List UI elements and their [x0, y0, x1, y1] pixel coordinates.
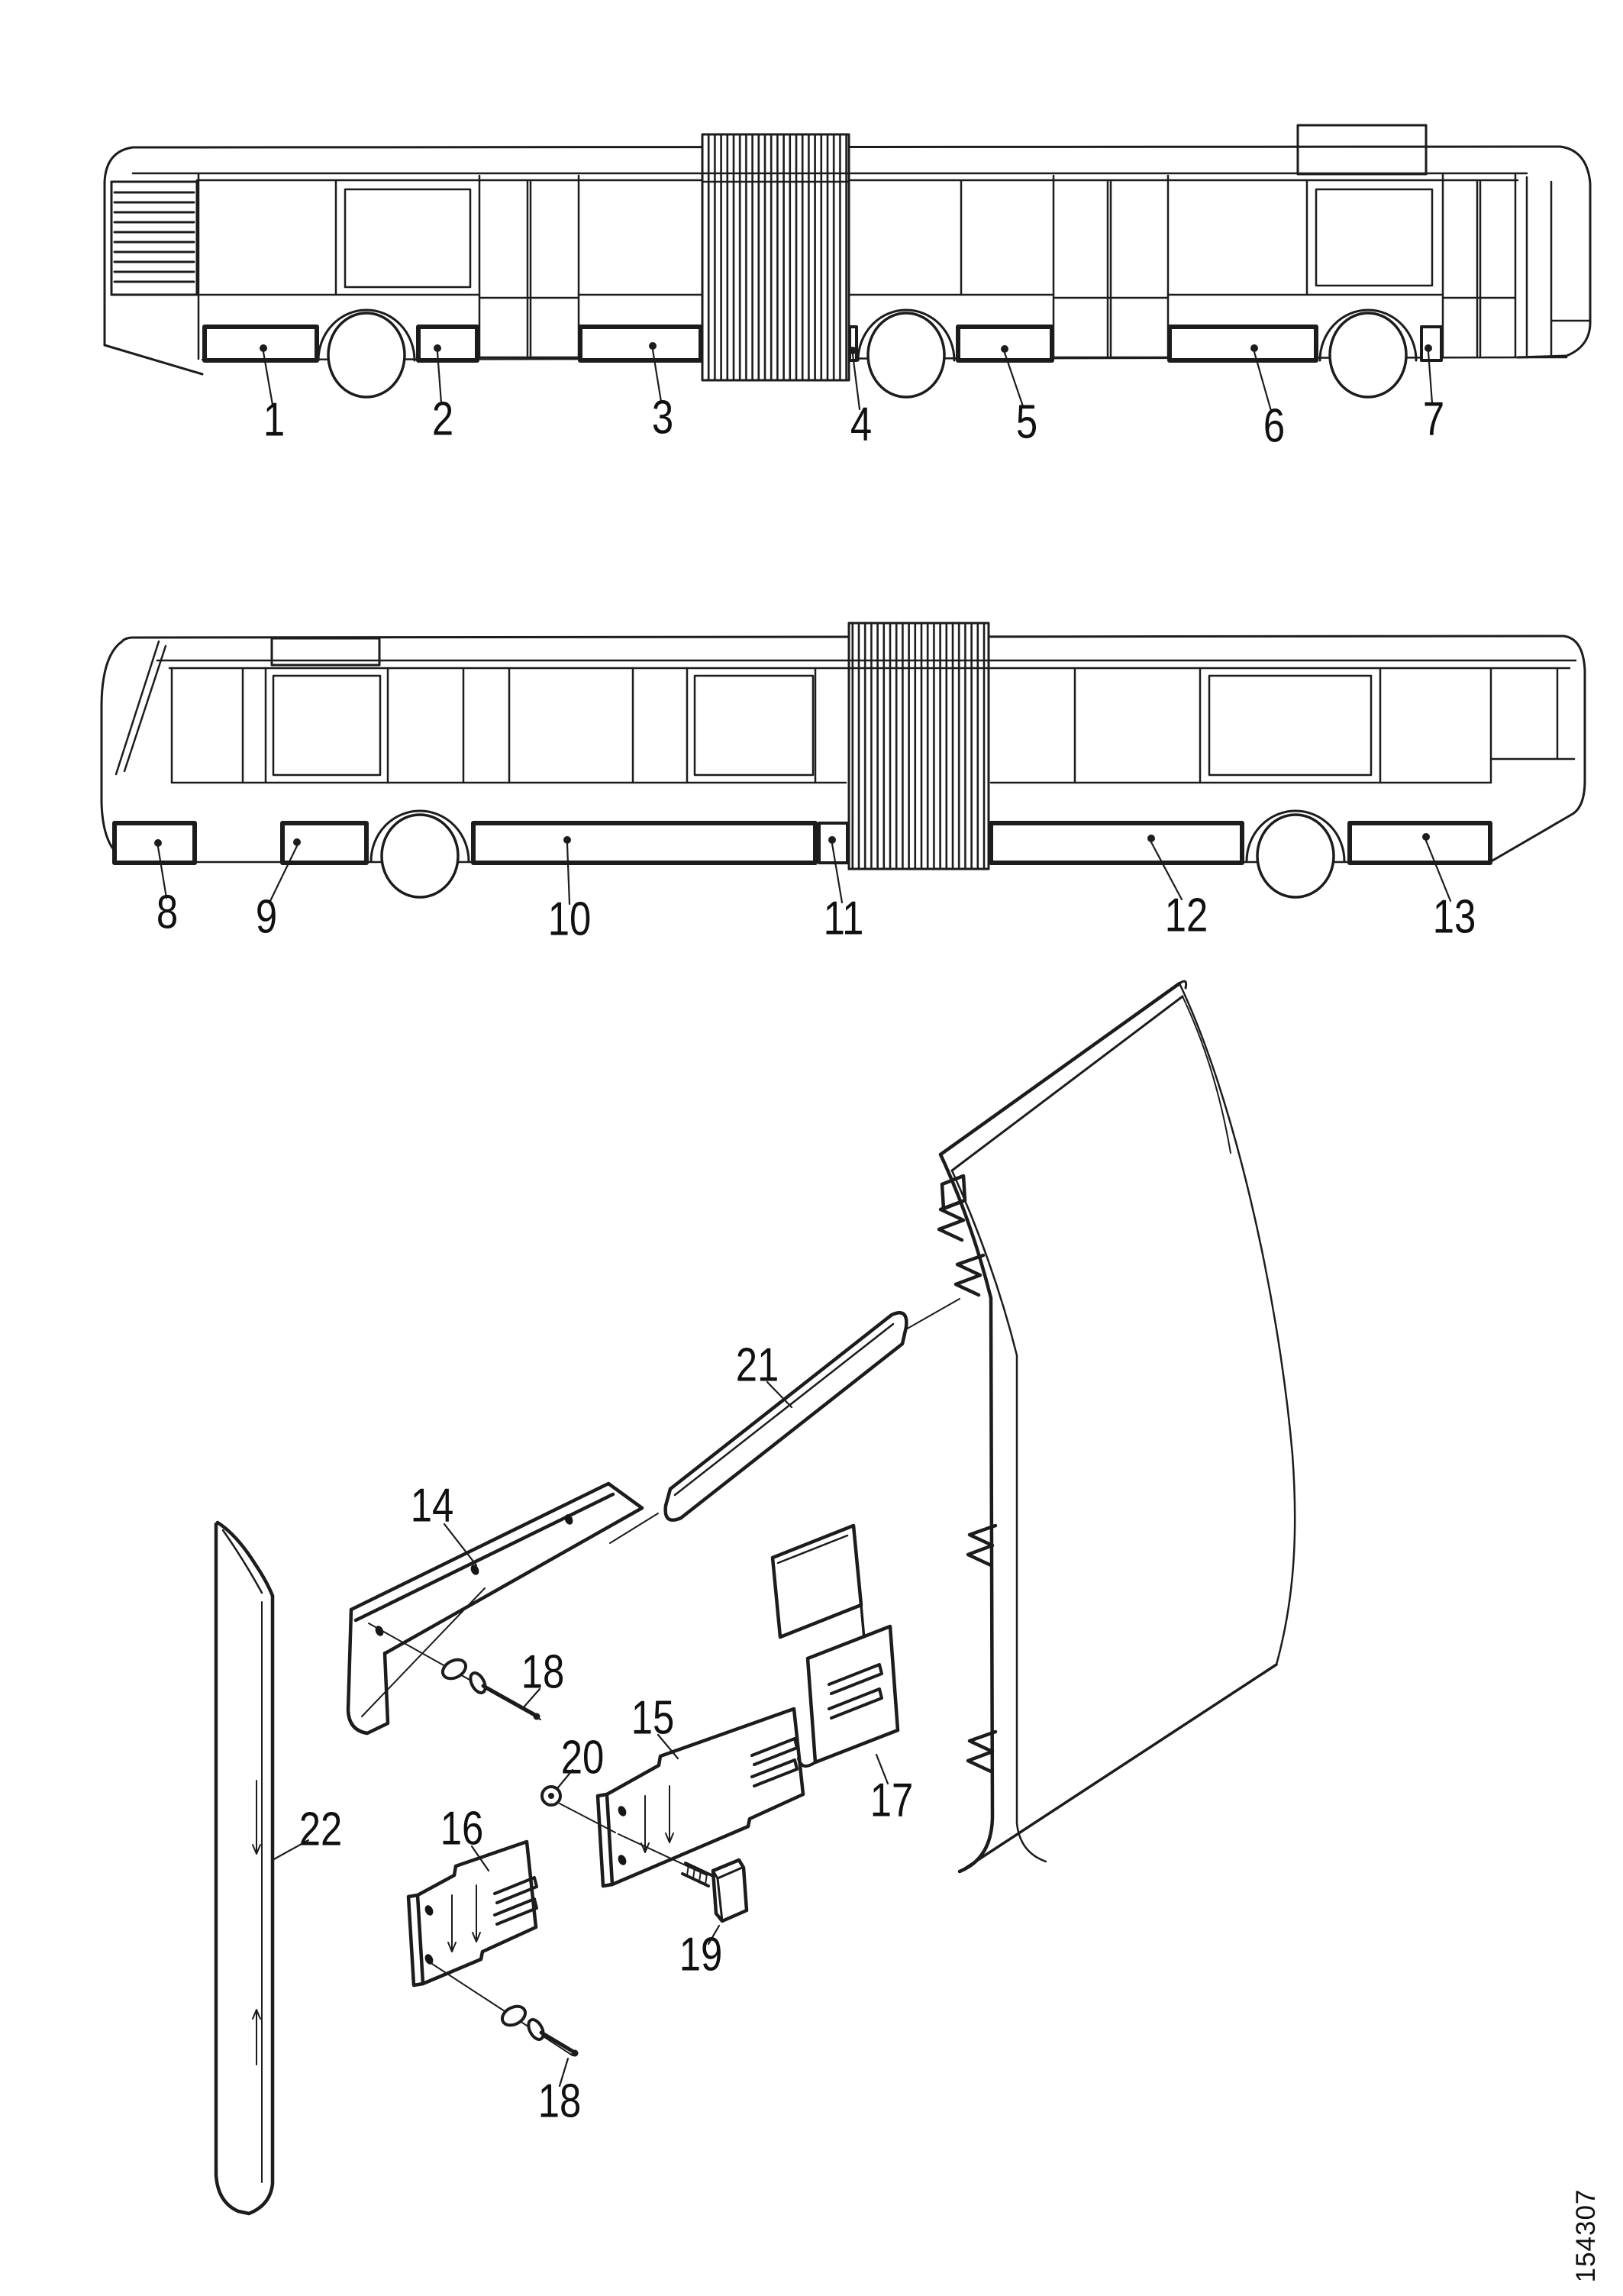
callout-label-6: 6 — [1263, 399, 1286, 453]
callout-label-11: 11 — [823, 892, 864, 945]
exploded-view — [214, 980, 1296, 2216]
callout-label-18-upper: 18 — [521, 1645, 565, 1699]
molding-strip-part-22 — [214, 1520, 310, 2216]
rivet-part-18-upper — [440, 1658, 541, 1720]
callout-label-15: 15 — [631, 1691, 675, 1745]
bus-side-a-view — [103, 124, 1592, 412]
callout-label-1: 1 — [263, 393, 286, 447]
clip-part-17 — [770, 1523, 900, 1785]
side-panel-part — [937, 980, 1296, 1874]
callout-label-7: 7 — [1422, 392, 1445, 446]
callout-label-18-lower: 18 — [537, 2075, 582, 2128]
callout-label-14: 14 — [410, 1479, 454, 1532]
roof-equipment-box — [1296, 124, 1428, 176]
articulation-bellows-a — [701, 133, 850, 382]
callout-label-3: 3 — [651, 391, 674, 444]
bracket-part-16 — [406, 1839, 573, 2056]
figure-number: 154307 — [1571, 2188, 1601, 2283]
callout-label-10: 10 — [547, 893, 592, 946]
bracket-part-15 — [559, 1707, 805, 1888]
engine-grille — [110, 180, 198, 296]
callout-label-2: 2 — [431, 392, 454, 446]
roof-equipment-box-b — [270, 637, 381, 667]
callout-label-4: 4 — [850, 398, 873, 451]
door-rear — [478, 174, 580, 359]
callout-label-12: 12 — [1164, 889, 1208, 942]
callout-label-13: 13 — [1432, 890, 1476, 944]
callout-label-8: 8 — [156, 886, 179, 939]
callout-label-17: 17 — [870, 1774, 914, 1827]
articulation-bellows-b — [847, 622, 990, 870]
leaders-b — [154, 833, 1452, 906]
callout-label-19: 19 — [679, 1928, 723, 1981]
callout-label-16: 16 — [440, 1802, 484, 1855]
callout-label-22: 22 — [298, 1803, 343, 1856]
door-middle — [1052, 174, 1170, 359]
door-front — [1441, 172, 1517, 359]
callout-label-21: 21 — [735, 1339, 779, 1392]
wheels-a — [317, 308, 1418, 399]
trim-strip-part-21 — [609, 1298, 960, 1544]
skirt-panels-b — [112, 821, 1492, 865]
washer-part-20 — [540, 1768, 574, 1807]
channel-bracket-part-14 — [346, 1481, 644, 1736]
bolt-part-19 — [681, 1858, 749, 1946]
leaders-a — [260, 342, 1434, 412]
windshield — [115, 640, 167, 776]
wheels-b — [369, 809, 1346, 899]
bus-side-b-view — [100, 622, 1586, 906]
rivet-part-18-lower — [500, 2004, 579, 2088]
callout-label-20: 20 — [560, 1731, 605, 1784]
callout-label-5: 5 — [1015, 396, 1038, 449]
callout-label-9: 9 — [255, 890, 278, 944]
